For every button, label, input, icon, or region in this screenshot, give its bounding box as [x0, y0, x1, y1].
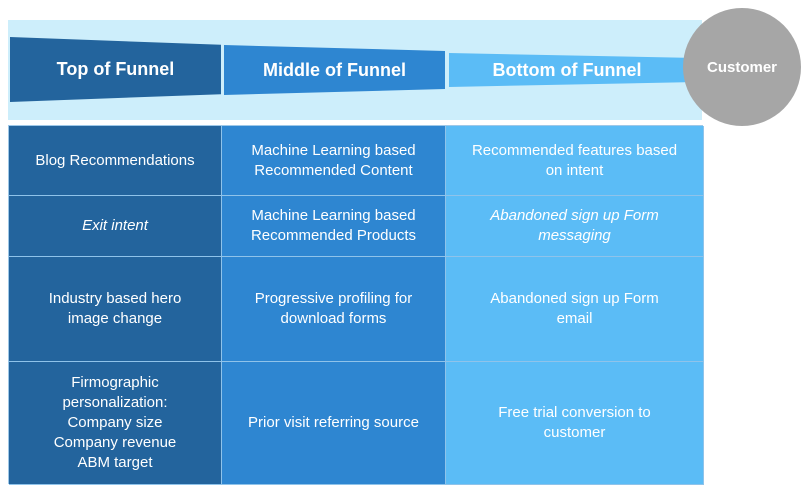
cell-bottom-row-2: Abandoned sign up Form messaging [446, 196, 704, 257]
cell-middle-row-3: Progressive profiling for download forms [222, 257, 446, 362]
stage-label: Middle of Funnel [263, 59, 406, 80]
cell-middle-row-4: Prior visit referring source [222, 362, 446, 485]
stage-label: Top of Funnel [56, 59, 175, 79]
stage-top-of-funnel: Top of Funnel [10, 37, 221, 102]
cell-top-row-4: Firmographic personalization: Company si… [9, 362, 222, 485]
customer-label: Customer [706, 58, 777, 76]
customer-circle: Customer [683, 8, 801, 126]
cell-middle-row-2: Machine Learning based Recommended Produ… [222, 196, 446, 257]
cell-bottom-row-1: Recommended features based on intent [446, 126, 704, 196]
tactics-table: Blog Recommendations Machine Learning ba… [8, 125, 704, 485]
cell-bottom-row-4: Free trial conversion to customer [446, 362, 704, 485]
cell-bottom-row-3: Abandoned sign up Form email [446, 257, 704, 362]
cell-middle-row-1: Machine Learning based Recommended Conte… [222, 126, 446, 196]
stage-label: Bottom of Funnel [492, 59, 642, 80]
cell-top-row-2: Exit intent [9, 196, 222, 257]
stage-bottom-of-funnel: Bottom of Funnel [449, 53, 685, 87]
cell-top-row-3: Industry based hero image change [9, 257, 222, 362]
cell-top-row-1: Blog Recommendations [9, 126, 222, 196]
stage-middle-of-funnel: Middle of Funnel [224, 45, 445, 95]
